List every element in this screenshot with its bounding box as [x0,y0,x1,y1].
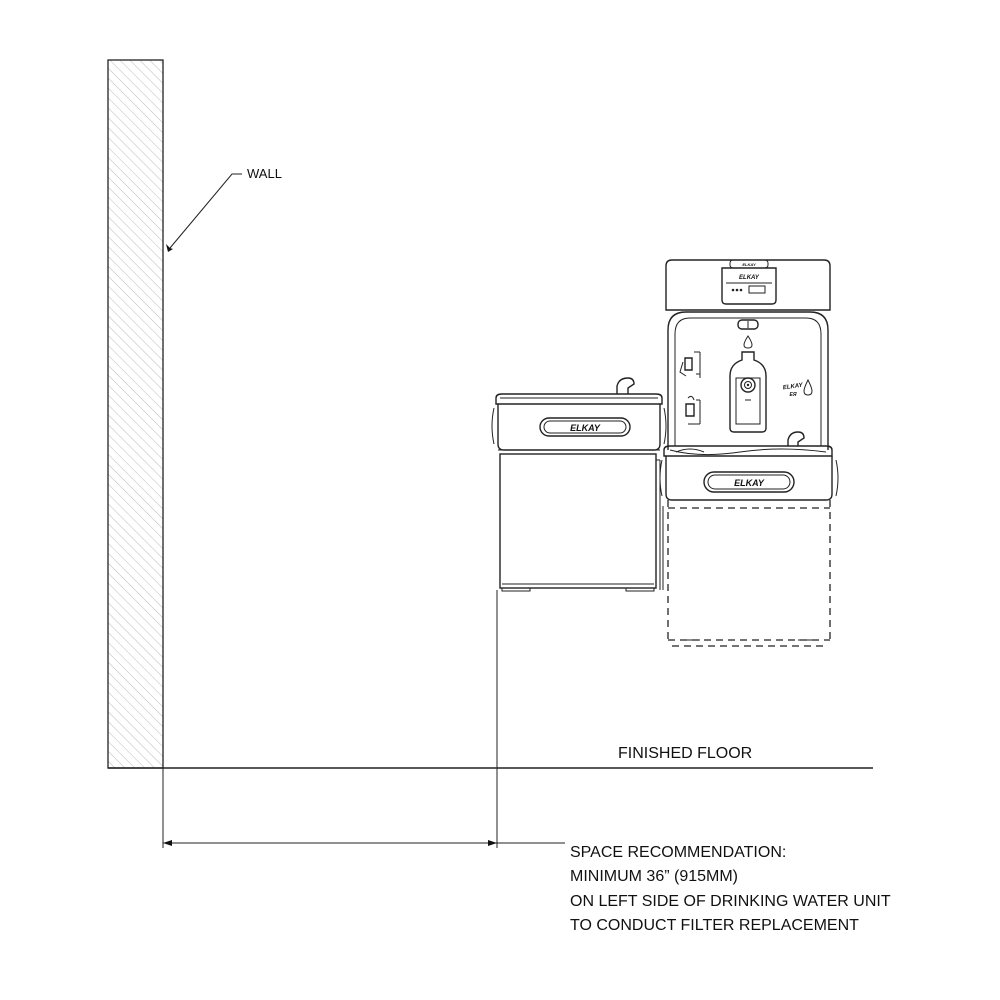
fountain-pictogram [685,395,701,425]
top-badge-brand: ELKAY [742,262,756,267]
note-line-2: MINIMUM 36” (915MM) [570,868,738,885]
lower-fountain-brand: ELKAY [570,423,601,433]
bottle-filler-tower: ELKAY ELKAY [659,259,839,647]
wall [107,59,164,769]
bottle-fill-pictogram [679,351,701,378]
wall-label: WALL [247,166,282,181]
bottle-filler-logo: ELKAY [783,383,805,392]
note-line-3: ON LEFT SIDE OF DRINKING WATER UNIT [570,893,891,910]
space-dimension [162,590,565,848]
logo-drop-icon [803,378,813,396]
logo-mark: ЕЯ [790,392,797,398]
wall-leader [166,173,242,252]
space-recommendation-note: SPACE RECOMMENDATION: MINIMUM 36” (915MM… [570,844,891,934]
lower-fountain: ELKAY [491,377,667,592]
note-line-4: TO CONDUCT FILTER REPLACEMENT [570,917,859,934]
upper-fountain-brand: ELKAY [734,478,765,488]
display-brand: ELKAY [739,275,760,281]
note-line-1: SPACE RECOMMENDATION: [570,844,786,861]
finished-floor-label: FINISHED FLOOR [618,745,752,762]
